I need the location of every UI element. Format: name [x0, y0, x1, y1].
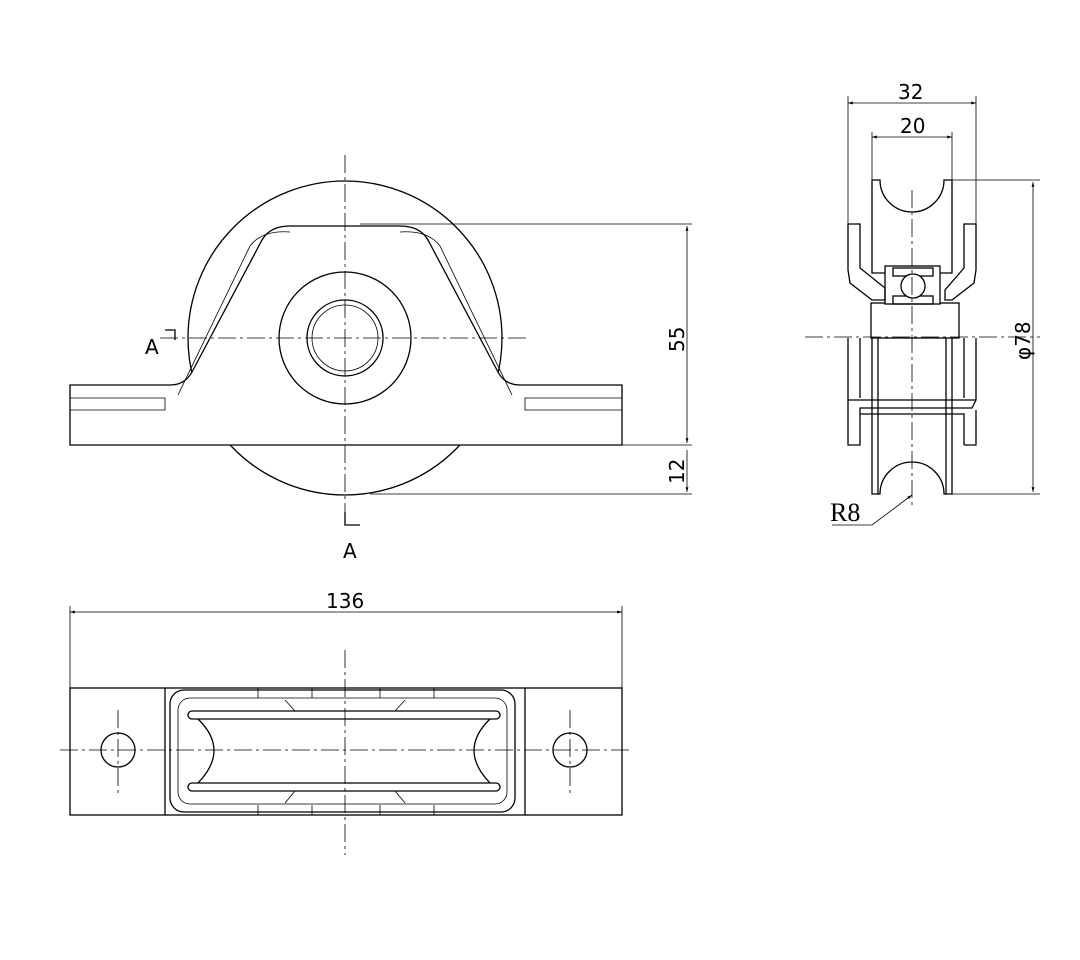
dim-outer-width-32: 32: [898, 80, 923, 104]
dim-base-12: 12: [665, 459, 689, 484]
dim-length-136: 136: [326, 589, 364, 613]
dim-radius-r8: R8: [830, 498, 860, 527]
side-view: 32 20 φ78 R8: [805, 80, 1040, 527]
front-view: A A 55 12: [69, 155, 692, 563]
section-label-bottom: A: [343, 539, 357, 563]
bottom-view: 136: [60, 589, 630, 855]
section-label-left: A: [145, 335, 159, 359]
dim-diameter-78: φ78: [1011, 321, 1035, 360]
dim-wheel-width-20: 20: [900, 114, 925, 138]
dim-height-55: 55: [665, 327, 689, 352]
